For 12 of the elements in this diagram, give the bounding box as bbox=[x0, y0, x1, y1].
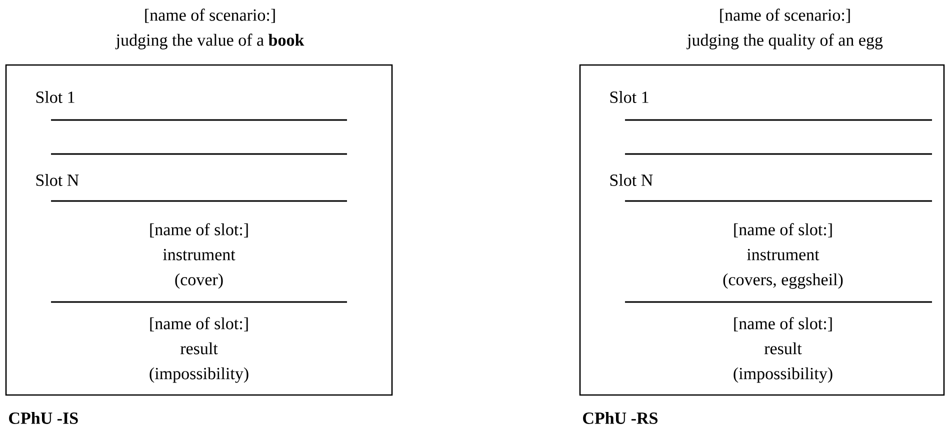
scenario-heading: [name of scenario:] judging the quality of an egg bbox=[686, 8, 883, 50]
slot-text: [name of slot:] result (impossibility) bbox=[150, 317, 248, 383]
frame-caption: CPhU -IS bbox=[9, 412, 78, 424]
slot-text: [name of slot:] result (impossibility) bbox=[734, 317, 832, 383]
slot-text: [name of slot:] instrument (covers, eggsheil) bbox=[723, 223, 843, 289]
slot-label: Slot 1 bbox=[610, 91, 648, 103]
scenario-heading: [name of scenario:] judging the value of a book bbox=[115, 8, 304, 50]
slot-label: Slot N bbox=[610, 174, 653, 186]
frame-caption: CPhU -RS bbox=[583, 412, 658, 424]
slot-text: [name of slot:] instrument (cover) bbox=[150, 223, 248, 289]
slot-label: Slot 1 bbox=[36, 91, 74, 103]
slot-label: Slot N bbox=[36, 174, 79, 186]
